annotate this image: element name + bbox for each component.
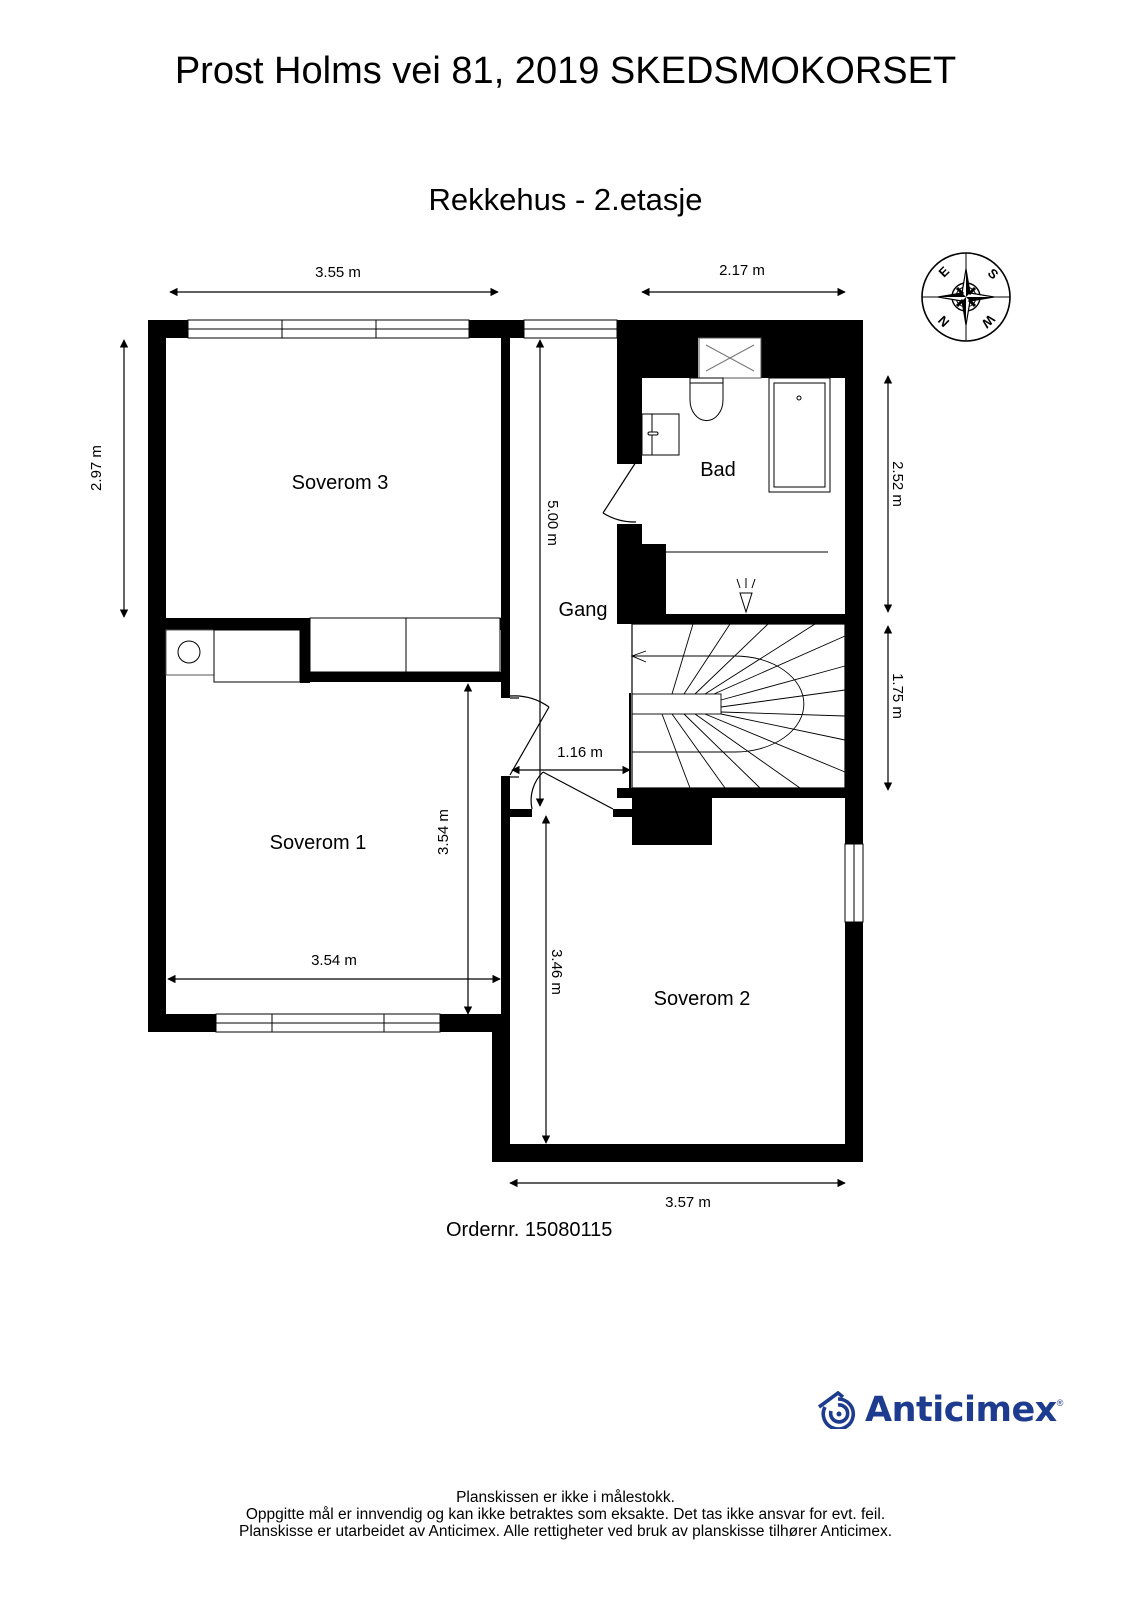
room-bad: Bad	[700, 459, 736, 481]
room-soverom-2: Soverom 2	[654, 988, 751, 1010]
address-title: Prost Holms vei 81, 2019 SKEDSMOKORSET	[174, 50, 957, 92]
dimension-labels: 3.55 m 2.17 m 2.97 m 5.00 m 2.52 m 1.75 …	[88, 262, 906, 1211]
bad-door	[602, 461, 637, 523]
staircase	[629, 623, 846, 791]
compass-label-w: W	[978, 312, 998, 332]
dimension-lines	[119, 287, 893, 1188]
room-soverom-3: Soverom 3	[292, 472, 389, 494]
dim-gang-length: 5.00 m	[544, 500, 561, 546]
sink-icon	[641, 413, 680, 456]
toilet-icon	[689, 377, 724, 422]
anticimex-logo: Anticimex ®	[817, 1390, 1063, 1430]
compass-icon: E S N W	[921, 252, 1011, 342]
compass-label-s: S	[985, 265, 1002, 282]
disclaimer-line-2: Oppgitte mål er innvendig og kan ikke be…	[245, 1506, 886, 1523]
boiler-icon	[177, 640, 201, 664]
dim-soverom1-height: 3.54 m	[435, 809, 452, 855]
room-labels: Soverom 3 Bad Gang Soverom 1 Soverom 2	[270, 459, 751, 1010]
room-gang: Gang	[559, 599, 608, 621]
registered-mark: ®	[1056, 1398, 1064, 1408]
dim-stair-height: 1.75 m	[889, 673, 906, 719]
bathroom-fixtures	[641, 337, 831, 614]
light-icon	[736, 578, 756, 614]
anticimex-logo-icon	[817, 1391, 856, 1429]
logo-wordmark: Anticimex	[865, 1390, 1057, 1430]
floor-title: Rekkehus - 2.etasje	[428, 182, 703, 217]
dim-soverom3-width: 3.55 m	[315, 264, 361, 281]
disclaimer: Planskissen er ikke i målestokk. Oppgitt…	[0, 1489, 1131, 1540]
disclaimer-line-1: Planskissen er ikke i målestokk.	[456, 1489, 675, 1506]
dim-bad-width: 2.17 m	[719, 262, 765, 279]
dim-bad-height: 2.52 m	[889, 461, 906, 507]
order-number: Ordernr. 15080115	[446, 1219, 613, 1241]
dim-gang-width: 1.16 m	[557, 744, 603, 761]
dim-soverom2-height: 3.46 m	[548, 949, 565, 995]
closets	[165, 617, 501, 683]
dim-soverom3-height: 2.97 m	[88, 445, 105, 491]
dim-soverom2-width: 3.57 m	[665, 1194, 711, 1211]
compass-label-n: N	[935, 313, 952, 330]
disclaimer-line-3: Planskisse er utarbeidet av Anticimex. A…	[238, 1523, 892, 1540]
dim-soverom1-width: 3.54 m	[311, 952, 357, 969]
bathtub-icon	[768, 377, 831, 493]
windows	[187, 319, 864, 1033]
room-soverom-1: Soverom 1	[270, 832, 367, 854]
compass-label-e: E	[935, 263, 952, 280]
